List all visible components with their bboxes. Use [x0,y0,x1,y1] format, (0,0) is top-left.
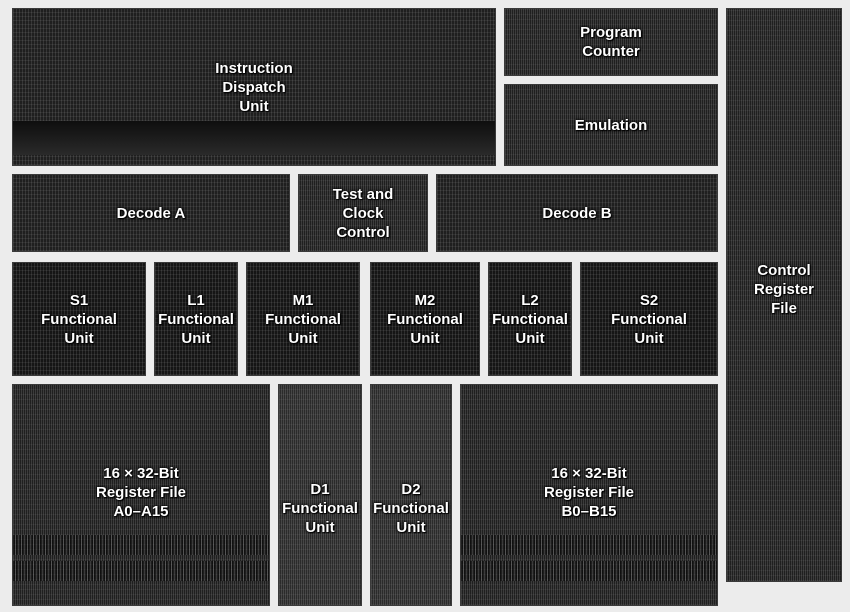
decode-b-block: Decode B [436,174,718,252]
s2-functional-unit-block: S2 Functional Unit [580,262,718,376]
d1-functional-unit-label: D1 Functional Unit [282,480,358,536]
d1-functional-unit-block: D1 Functional Unit [278,384,362,606]
m1-functional-unit-block: M1 Functional Unit [246,262,360,376]
instruction-dispatch-unit-block: Instruction Dispatch Unit [12,8,496,166]
decode-a-label: Decode A [116,204,186,222]
s1-functional-unit-block: S1 Functional Unit [12,262,146,376]
register-file-b-label: 16 × 32-Bit Register File B0–B15 [543,464,635,520]
instruction-dispatch-unit-label: Instruction Dispatch Unit [215,59,293,115]
emulation-block: Emulation [504,84,718,166]
d2-functional-unit-block: D2 Functional Unit [370,384,452,606]
program-counter-label: Program Counter [580,24,642,60]
register-file-a-block: 16 × 32-Bit Register File A0–A15 [12,384,270,606]
program-counter-block: Program Counter [504,8,718,76]
test-clock-control-block: Test and Clock Control [298,174,428,252]
register-file-a-label: 16 × 32-Bit Register File A0–A15 [95,464,187,520]
emulation-label: Emulation [574,116,648,134]
decode-a-block: Decode A [12,174,290,252]
test-clock-control-label: Test and Clock Control [332,185,394,241]
l2-functional-unit-block: L2 Functional Unit [488,262,572,376]
m2-functional-unit-block: M2 Functional Unit [370,262,480,376]
d2-functional-unit-label: D2 Functional Unit [373,480,449,536]
register-file-b-block: 16 × 32-Bit Register File B0–B15 [460,384,718,606]
l1-functional-unit-label: L1 Functional Unit [158,291,234,347]
s2-functional-unit-label: S2 Functional Unit [611,291,687,347]
l2-functional-unit-label: L2 Functional Unit [492,291,568,347]
decode-b-label: Decode B [542,204,612,222]
control-register-file-block: Control Register File [726,8,842,582]
m2-functional-unit-label: M2 Functional Unit [387,291,463,347]
l1-functional-unit-block: L1 Functional Unit [154,262,238,376]
s1-functional-unit-label: S1 Functional Unit [41,291,117,347]
m1-functional-unit-label: M1 Functional Unit [265,291,341,347]
control-register-file-label: Control Register File [753,261,815,317]
